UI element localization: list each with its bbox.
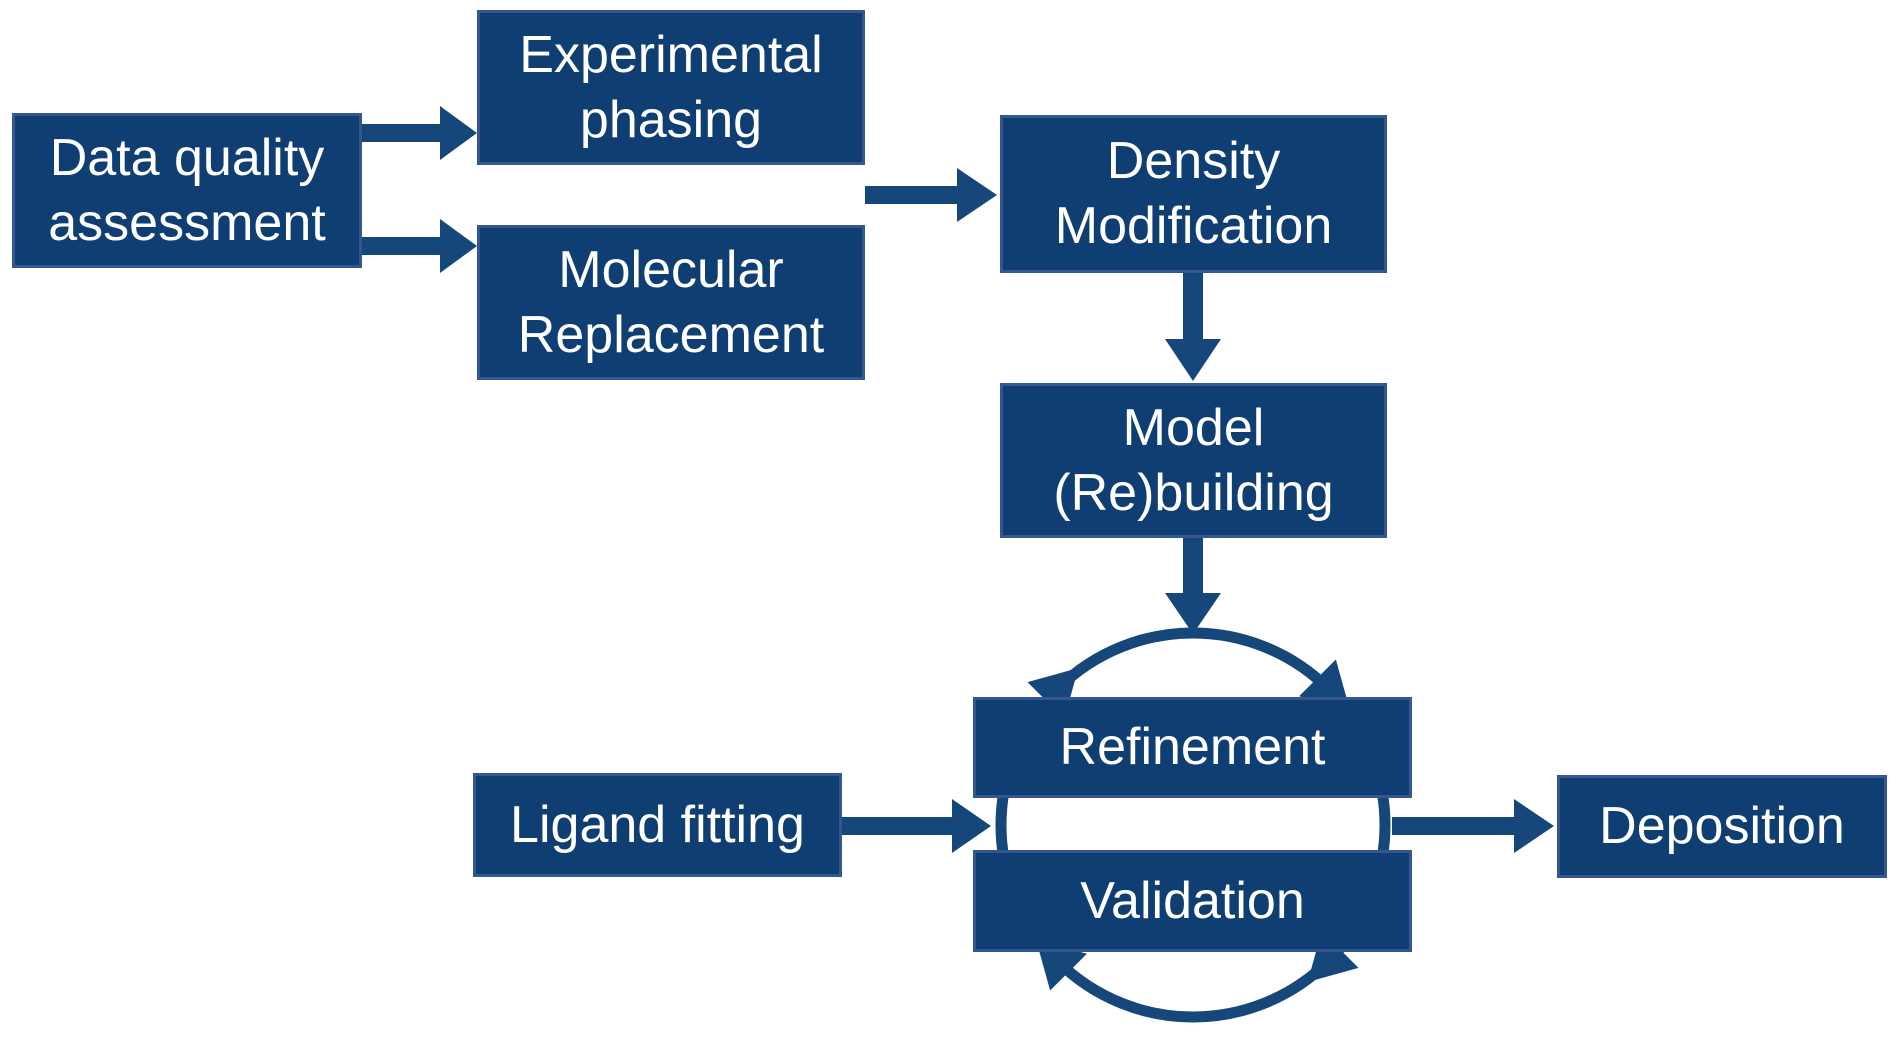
arrow-dqa-to-experimental-phasing [362, 106, 477, 160]
node-data-quality-assessment: Data quality assessment [12, 113, 362, 268]
arrow-cycle-to-deposition [1392, 799, 1554, 853]
arrowhead-icon [1514, 799, 1554, 853]
arrowhead-icon [952, 799, 991, 853]
node-refinement: Refinement [973, 697, 1412, 798]
arrow-density-modification-to-model-rebuilding [1165, 273, 1221, 381]
node-density-modification: Density Modification [1000, 115, 1387, 273]
arrowhead-icon [1165, 593, 1221, 634]
arrowhead-icon [440, 219, 477, 273]
refinement-validation-cycle [995, 627, 1391, 1023]
arrow-ligand-fitting-to-cycle [842, 799, 991, 853]
node-ligand-fitting: Ligand fitting [473, 773, 842, 877]
node-model-rebuilding: Model (Re)building [1000, 383, 1387, 538]
node-molecular-replacement: Molecular Replacement [477, 225, 865, 380]
arrow-model-rebuilding-to-cycle [1165, 538, 1221, 634]
node-deposition: Deposition [1557, 775, 1887, 878]
arrowhead-icon [1165, 339, 1221, 381]
cycle-arrowhead-sw-icon [1035, 939, 1087, 991]
node-experimental-phasing: Experimental phasing [477, 10, 865, 165]
arrowhead-icon [957, 168, 997, 222]
arrow-dqa-to-molecular-replacement [362, 219, 477, 273]
arrowhead-icon [440, 106, 477, 160]
node-validation: Validation [973, 850, 1412, 952]
arrow-phasing-to-density-modification [865, 168, 997, 222]
